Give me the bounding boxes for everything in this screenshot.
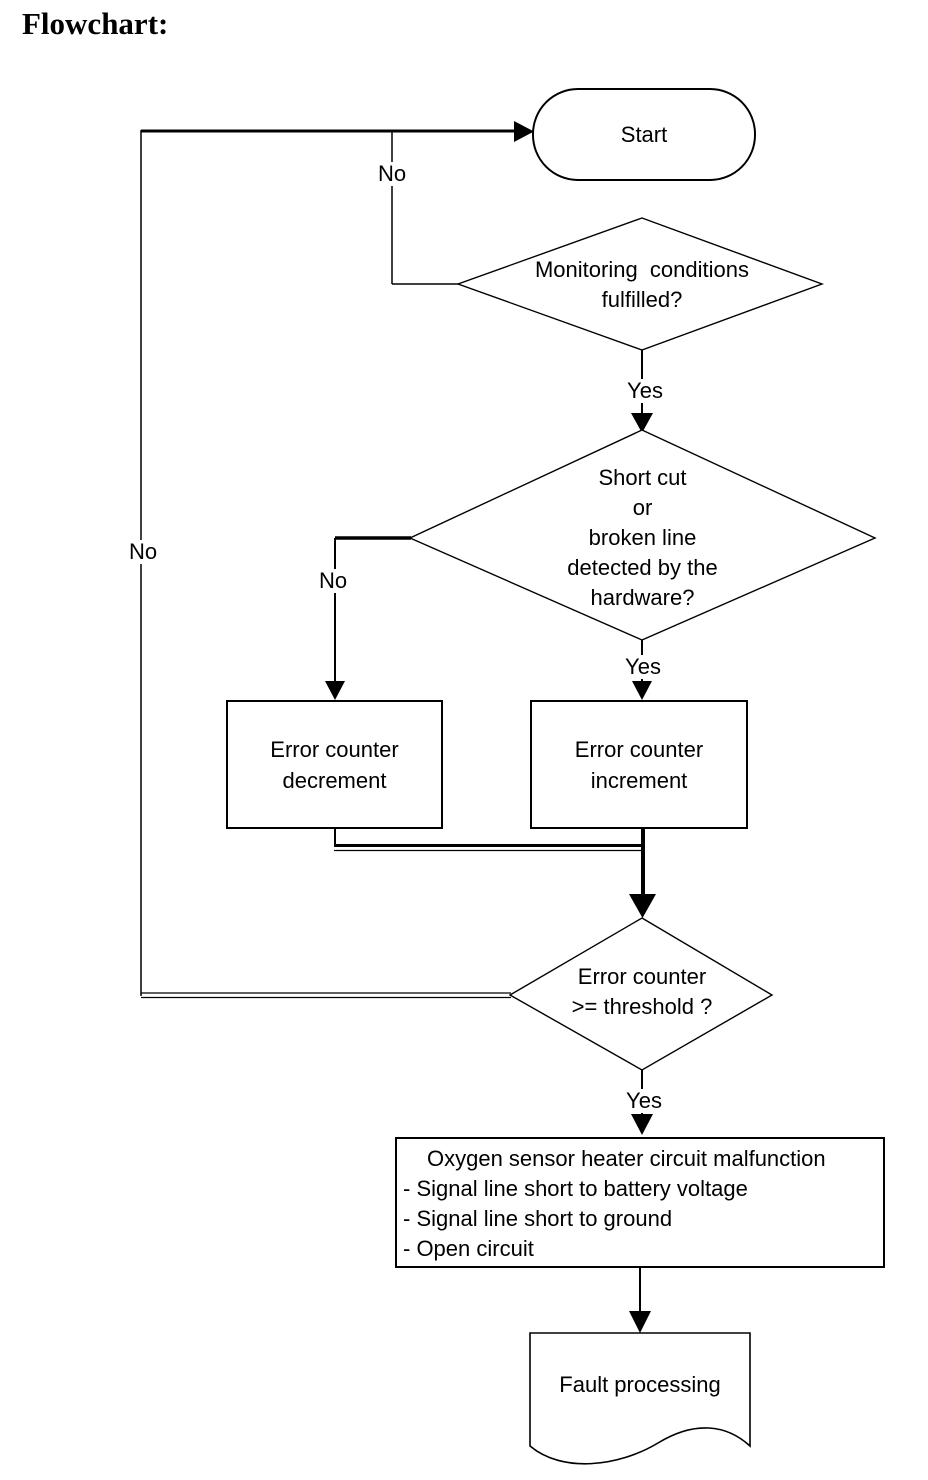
shortcut-line-4: detected by the [567, 555, 718, 580]
shortcut-line-1: Short cut [598, 465, 687, 490]
decrement-line-2: decrement [282, 767, 387, 793]
label-threshold-no: No [124, 540, 162, 564]
arrowhead-into-shortcut-icon [631, 413, 653, 433]
arrowhead-into-malfunction-icon [631, 1114, 653, 1135]
label-threshold-yes: Yes [622, 1089, 666, 1113]
shortcut-line-5: hardware? [590, 585, 695, 610]
arrowhead-into-threshold-icon [629, 894, 656, 918]
node-error-counter-increment: Error counter increment [530, 700, 748, 829]
node-start-label: Start [620, 122, 668, 147]
node-monitoring-text: Monitoring conditions fulfilled? [458, 255, 826, 315]
fault-label: Fault processing [559, 1372, 721, 1397]
label-shortcut-no: No [314, 569, 352, 593]
monitoring-line-1: Monitoring conditions [534, 257, 749, 282]
malfunction-line-3: - Signal line short to ground [403, 1206, 673, 1231]
node-start: Start [532, 88, 756, 181]
threshold-line-2: >= threshold ? [571, 994, 713, 1019]
node-malfunction-text: Oxygen sensor heater circuit malfunction… [397, 1139, 832, 1264]
node-fault-processing-label: Fault processing [530, 1340, 750, 1430]
arrowhead-into-decrement-icon [325, 681, 345, 700]
page-title: Flowchart: [22, 6, 169, 41]
label-monitoring-no: No [373, 162, 411, 186]
fault-processing-document-shape [529, 1332, 751, 1465]
monitoring-line-2: fulfilled? [601, 287, 683, 312]
node-malfunction-box: Oxygen sensor heater circuit malfunction… [395, 1137, 885, 1268]
increment-line-1: Error counter [574, 736, 704, 762]
label-shortcut-yes: Yes [621, 655, 665, 679]
arrowhead-into-increment-icon [632, 681, 652, 700]
node-shortcut-text: Short cut or broken line detected by the… [410, 463, 875, 613]
node-threshold-text: Error counter >= threshold ? [510, 962, 774, 1022]
decrement-line-1: Error counter [270, 736, 399, 762]
label-monitoring-yes: Yes [623, 379, 667, 403]
malfunction-line-4: - Open circuit [403, 1236, 534, 1261]
malfunction-line-1: Oxygen sensor heater circuit malfunction [427, 1146, 826, 1171]
arrowhead-into-fault-icon [629, 1311, 651, 1333]
node-error-counter-decrement: Error counter decrement [226, 700, 443, 829]
increment-line-2: increment [590, 767, 688, 793]
threshold-line-1: Error counter [577, 964, 707, 989]
shortcut-line-3: broken line [588, 525, 697, 550]
arrowhead-into-start-icon [514, 121, 534, 142]
shortcut-line-2: or [632, 495, 653, 520]
malfunction-line-2: - Signal line short to battery voltage [403, 1176, 748, 1201]
